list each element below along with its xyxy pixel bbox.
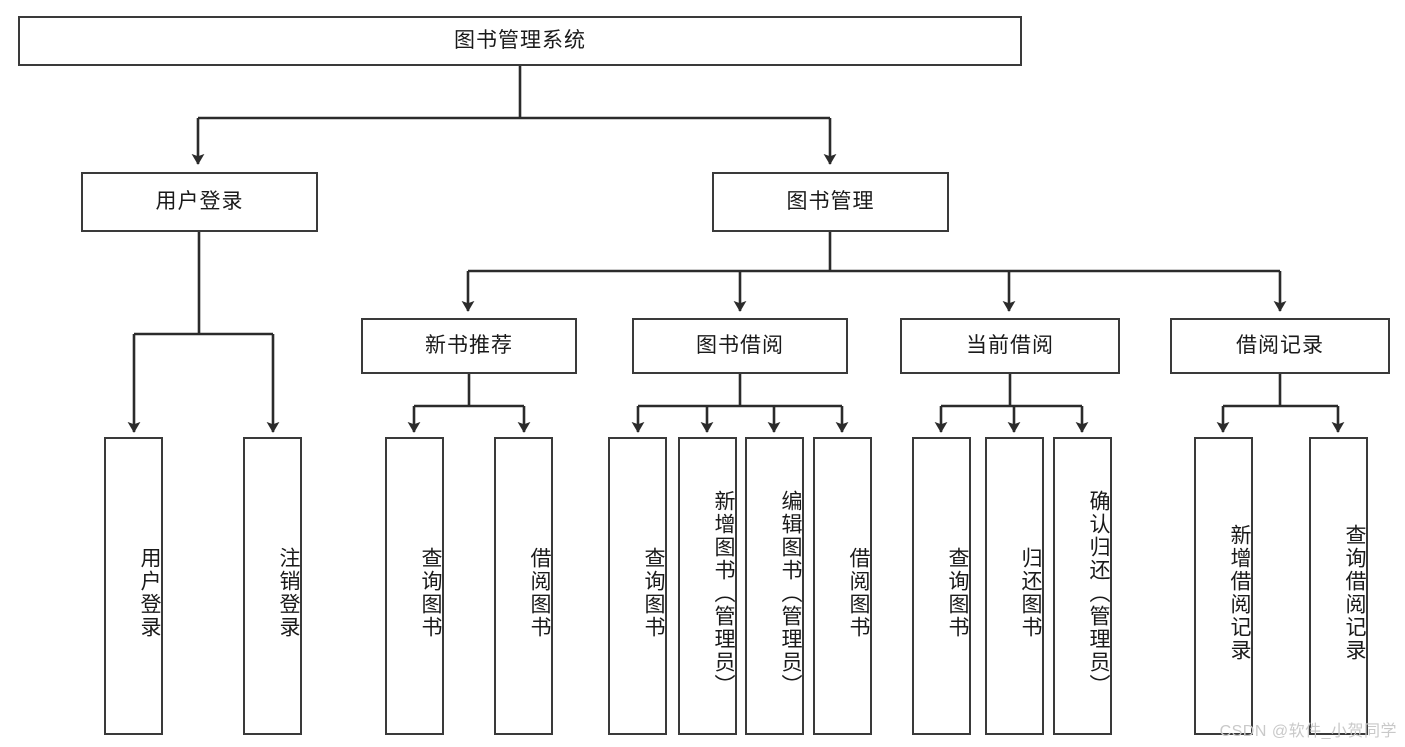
node-leaf-query-book-1[interactable]: 查询图书 <box>385 437 444 735</box>
node-new-book-recommend[interactable]: 新书推荐 <box>361 318 577 374</box>
node-leaf-borrow-book-1[interactable]: 借阅图书 <box>494 437 553 735</box>
node-leaf-borrow-book-2[interactable]: 借阅图书 <box>813 437 872 735</box>
node-current-borrow[interactable]: 当前借阅 <box>900 318 1120 374</box>
node-leaf-logout-login[interactable]: 注销登录 <box>243 437 302 735</box>
node-leaf-logout-login-label: 注销登录 <box>277 547 300 639</box>
node-leaf-borrow-book-1-label: 借阅图书 <box>528 547 551 639</box>
node-leaf-add-book-label: 新增图书（管理员） <box>712 489 735 697</box>
node-leaf-borrow-book-2-label: 借阅图书 <box>847 547 870 639</box>
node-leaf-edit-book-label: 编辑图书（管理员） <box>779 489 802 697</box>
node-root[interactable]: 图书管理系统 <box>18 16 1022 66</box>
node-book-manage[interactable]: 图书管理 <box>712 172 949 232</box>
node-root-label: 图书管理系统 <box>454 29 586 53</box>
watermark-text: CSDN @软件_小贺同学 <box>1219 723 1397 740</box>
node-leaf-return-book[interactable]: 归还图书 <box>985 437 1044 735</box>
node-borrow-record[interactable]: 借阅记录 <box>1170 318 1390 374</box>
node-leaf-query-book-2[interactable]: 查询图书 <box>608 437 667 735</box>
node-leaf-query-record-label: 查询借阅记录 <box>1343 524 1366 662</box>
node-leaf-user-login[interactable]: 用户登录 <box>104 437 163 735</box>
node-user-login-label: 用户登录 <box>155 190 244 214</box>
node-leaf-query-book-3-label: 查询图书 <box>946 547 969 639</box>
node-leaf-add-record[interactable]: 新增借阅记录 <box>1194 437 1253 735</box>
node-borrow-record-label: 借阅记录 <box>1236 334 1324 358</box>
node-book-manage-label: 图书管理 <box>786 190 875 214</box>
node-leaf-query-book-1-label: 查询图书 <box>419 547 442 639</box>
node-current-borrow-label: 当前借阅 <box>966 334 1054 358</box>
node-leaf-query-book-3[interactable]: 查询图书 <box>912 437 971 735</box>
node-leaf-query-book-2-label: 查询图书 <box>642 547 665 639</box>
node-book-borrow-label: 图书借阅 <box>696 334 784 358</box>
node-leaf-edit-book[interactable]: 编辑图书（管理员） <box>745 437 804 735</box>
node-leaf-return-book-label: 归还图书 <box>1019 547 1042 639</box>
node-new-book-recommend-label: 新书推荐 <box>425 334 513 358</box>
node-leaf-add-book[interactable]: 新增图书（管理员） <box>678 437 737 735</box>
node-leaf-query-record[interactable]: 查询借阅记录 <box>1309 437 1368 735</box>
node-user-login[interactable]: 用户登录 <box>81 172 318 232</box>
node-leaf-user-login-label: 用户登录 <box>138 547 161 639</box>
node-leaf-confirm-return-label: 确认归还（管理员） <box>1087 489 1110 697</box>
node-leaf-add-record-label: 新增借阅记录 <box>1228 524 1251 662</box>
node-book-borrow[interactable]: 图书借阅 <box>632 318 848 374</box>
node-leaf-confirm-return[interactable]: 确认归还（管理员） <box>1053 437 1112 735</box>
